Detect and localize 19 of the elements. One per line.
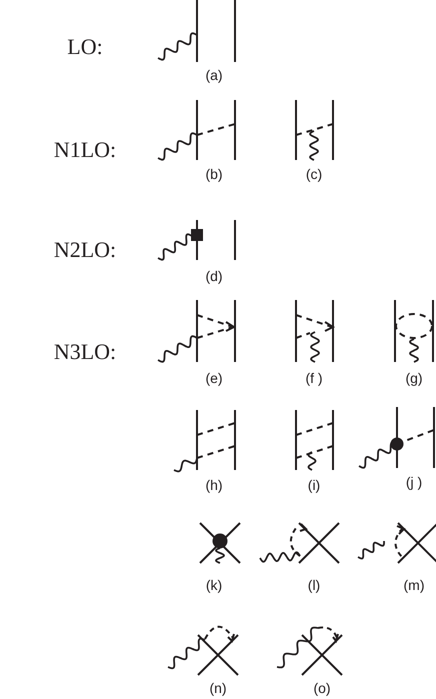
order-label: LO:: [67, 34, 103, 60]
panel-label: (l): [308, 577, 320, 593]
panel-label: (g): [405, 370, 423, 386]
panel-label: (n): [209, 680, 227, 696]
panel-label: (m): [404, 577, 424, 593]
panel-label: (d): [205, 268, 223, 284]
panel-label: (e): [205, 370, 223, 386]
panel-label: (c): [306, 166, 322, 182]
panel-label: (o): [313, 680, 331, 696]
order-label: N3LO:: [54, 339, 116, 365]
panel-label: (f ): [305, 370, 323, 386]
panel-label: (h): [205, 477, 223, 493]
panel-label: (k): [206, 577, 222, 593]
panel-label: (a): [205, 67, 223, 83]
order-label: N1LO:: [54, 137, 116, 163]
order-label: N2LO:: [54, 237, 116, 263]
panel-label: (i): [308, 477, 320, 493]
panel-label: (b): [205, 166, 223, 182]
panel-label: (j ): [406, 474, 422, 490]
